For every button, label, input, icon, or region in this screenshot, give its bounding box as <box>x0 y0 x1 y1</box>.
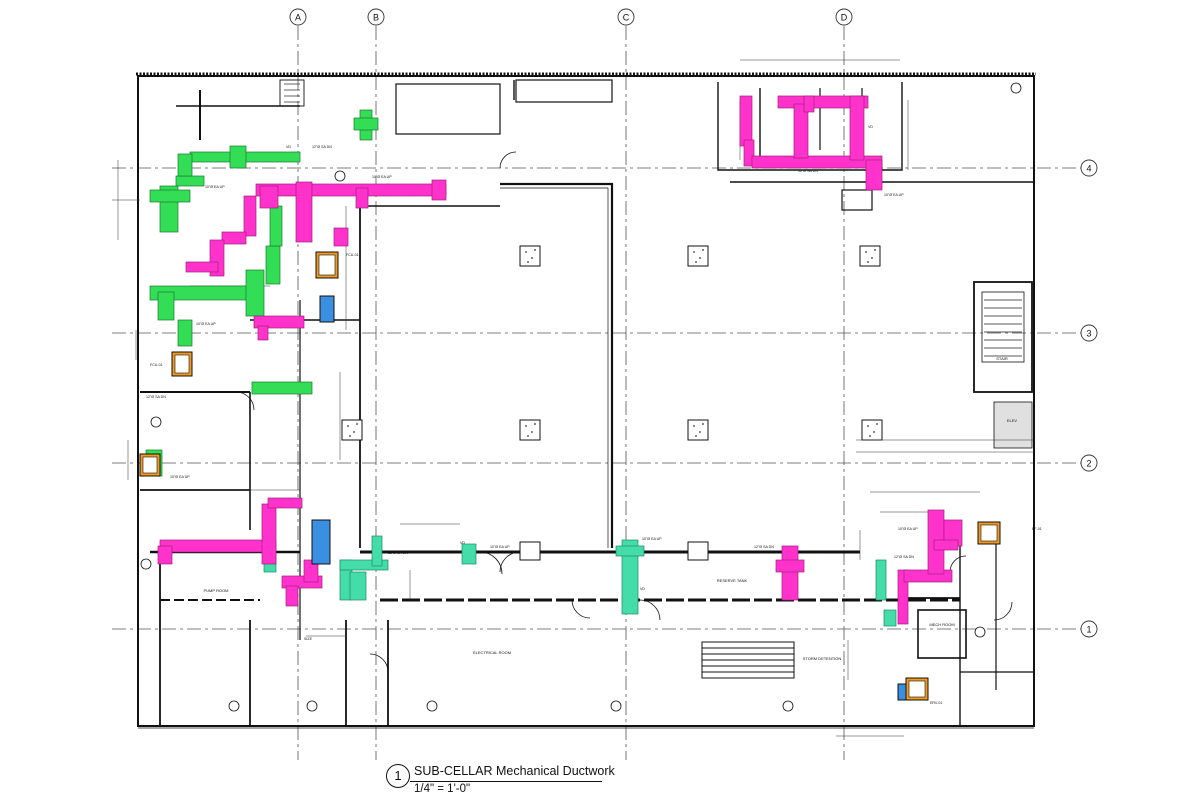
label-tank-room: RESERVE TANK <box>717 578 748 583</box>
svg-text:B: B <box>373 13 379 23</box>
structural-columns <box>341 245 883 561</box>
doors <box>235 151 1013 673</box>
svg-text:10"Ø EA UP: 10"Ø EA UP <box>898 527 918 531</box>
title-underline <box>410 781 602 782</box>
svg-text:12"Ø SA DN: 12"Ø SA DN <box>798 169 818 173</box>
svg-text:3: 3 <box>1086 329 1091 339</box>
supply-duct-runs <box>157 95 963 625</box>
drawing-title-block: 1 SUB-CELLAR Mechanical Ductwork 1/4" = … <box>386 764 626 798</box>
drawing-title: SUB-CELLAR Mechanical Ductwork <box>414 764 615 778</box>
svg-text:10"Ø EA UP: 10"Ø EA UP <box>490 545 510 549</box>
svg-text:VD: VD <box>868 125 873 129</box>
svg-text:VD: VD <box>640 587 645 591</box>
svg-text:ERV-01: ERV-01 <box>930 701 942 705</box>
svg-text:VD: VD <box>460 541 465 545</box>
svg-text:10"Ø EA UP: 10"Ø EA UP <box>372 175 392 179</box>
room-labels: ELECTRICAL ROOM STORM DETENTION PUMP ROO… <box>203 356 1017 661</box>
svg-text:C: C <box>623 13 630 23</box>
label-stair: STAIR <box>996 356 1008 361</box>
svg-text:10"Ø EA UP: 10"Ø EA UP <box>205 185 225 189</box>
building-walls <box>136 72 1036 729</box>
column-speckle <box>347 249 878 437</box>
stair-treads <box>284 83 1022 357</box>
svg-text:12"Ø SA DN: 12"Ø SA DN <box>754 545 774 549</box>
svg-text:10"Ø EA UP: 10"Ø EA UP <box>642 537 662 541</box>
svg-text:4: 4 <box>1086 164 1091 174</box>
svg-text:A: A <box>295 13 301 23</box>
svg-text:D: D <box>841 13 848 23</box>
grid-bubble-a: A <box>289 8 307 26</box>
view-number-bubble: 1 <box>386 764 410 788</box>
equipment-tags <box>140 82 1022 712</box>
duct-annotations: 10"Ø EA UP 12"Ø SA DN FCU-01 FCU-01 10"Ø… <box>146 125 1042 705</box>
floor-grate <box>701 641 795 679</box>
grid-bubble-3: 3 <box>1080 324 1098 342</box>
svg-text:10"Ø EA UP: 10"Ø EA UP <box>884 193 904 197</box>
grid-bubble-1: 1 <box>1080 620 1098 638</box>
drawing-scale: 1/4" = 1'-0" <box>414 783 471 795</box>
svg-text:FCU-01: FCU-01 <box>346 253 359 257</box>
label-pump-room: PUMP ROOM <box>203 588 228 593</box>
grid-lines <box>112 26 1082 760</box>
svg-text:EF-01: EF-01 <box>1032 527 1042 531</box>
svg-text:10"Ø EA UP: 10"Ø EA UP <box>196 322 216 326</box>
grid-bubble-d: D <box>835 8 853 26</box>
label-elec-room: ELECTRICAL ROOM <box>473 650 511 655</box>
label-mech-room: MECH ROOM <box>929 622 954 627</box>
svg-text:12"Ø SA DN: 12"Ø SA DN <box>894 555 914 559</box>
label-elev: ELEV <box>1007 418 1018 423</box>
svg-text:12"Ø SA DN: 12"Ø SA DN <box>146 395 166 399</box>
svg-text:VD: VD <box>286 145 291 149</box>
grid-bubble-c: C <box>617 8 635 26</box>
svg-text:2: 2 <box>1086 459 1091 469</box>
grid-bubble-4: 4 <box>1080 159 1098 177</box>
label-storm-room: STORM DETENTION <box>803 656 842 661</box>
grid-bubble-b: B <box>367 8 385 26</box>
svg-text:1: 1 <box>1086 625 1091 635</box>
equipment-units <box>139 251 1001 701</box>
svg-text:FCU-01: FCU-01 <box>150 363 163 367</box>
return-duct-runs <box>263 535 897 627</box>
grid-bubble-2: 2 <box>1080 454 1098 472</box>
svg-text:12"Ø SA DN: 12"Ø SA DN <box>312 145 332 149</box>
svg-text:12"Ø SA DN: 12"Ø SA DN <box>388 551 408 555</box>
svg-text:10"Ø EA UP: 10"Ø EA UP <box>170 475 190 479</box>
svg-text:SIZE: SIZE <box>304 637 313 641</box>
